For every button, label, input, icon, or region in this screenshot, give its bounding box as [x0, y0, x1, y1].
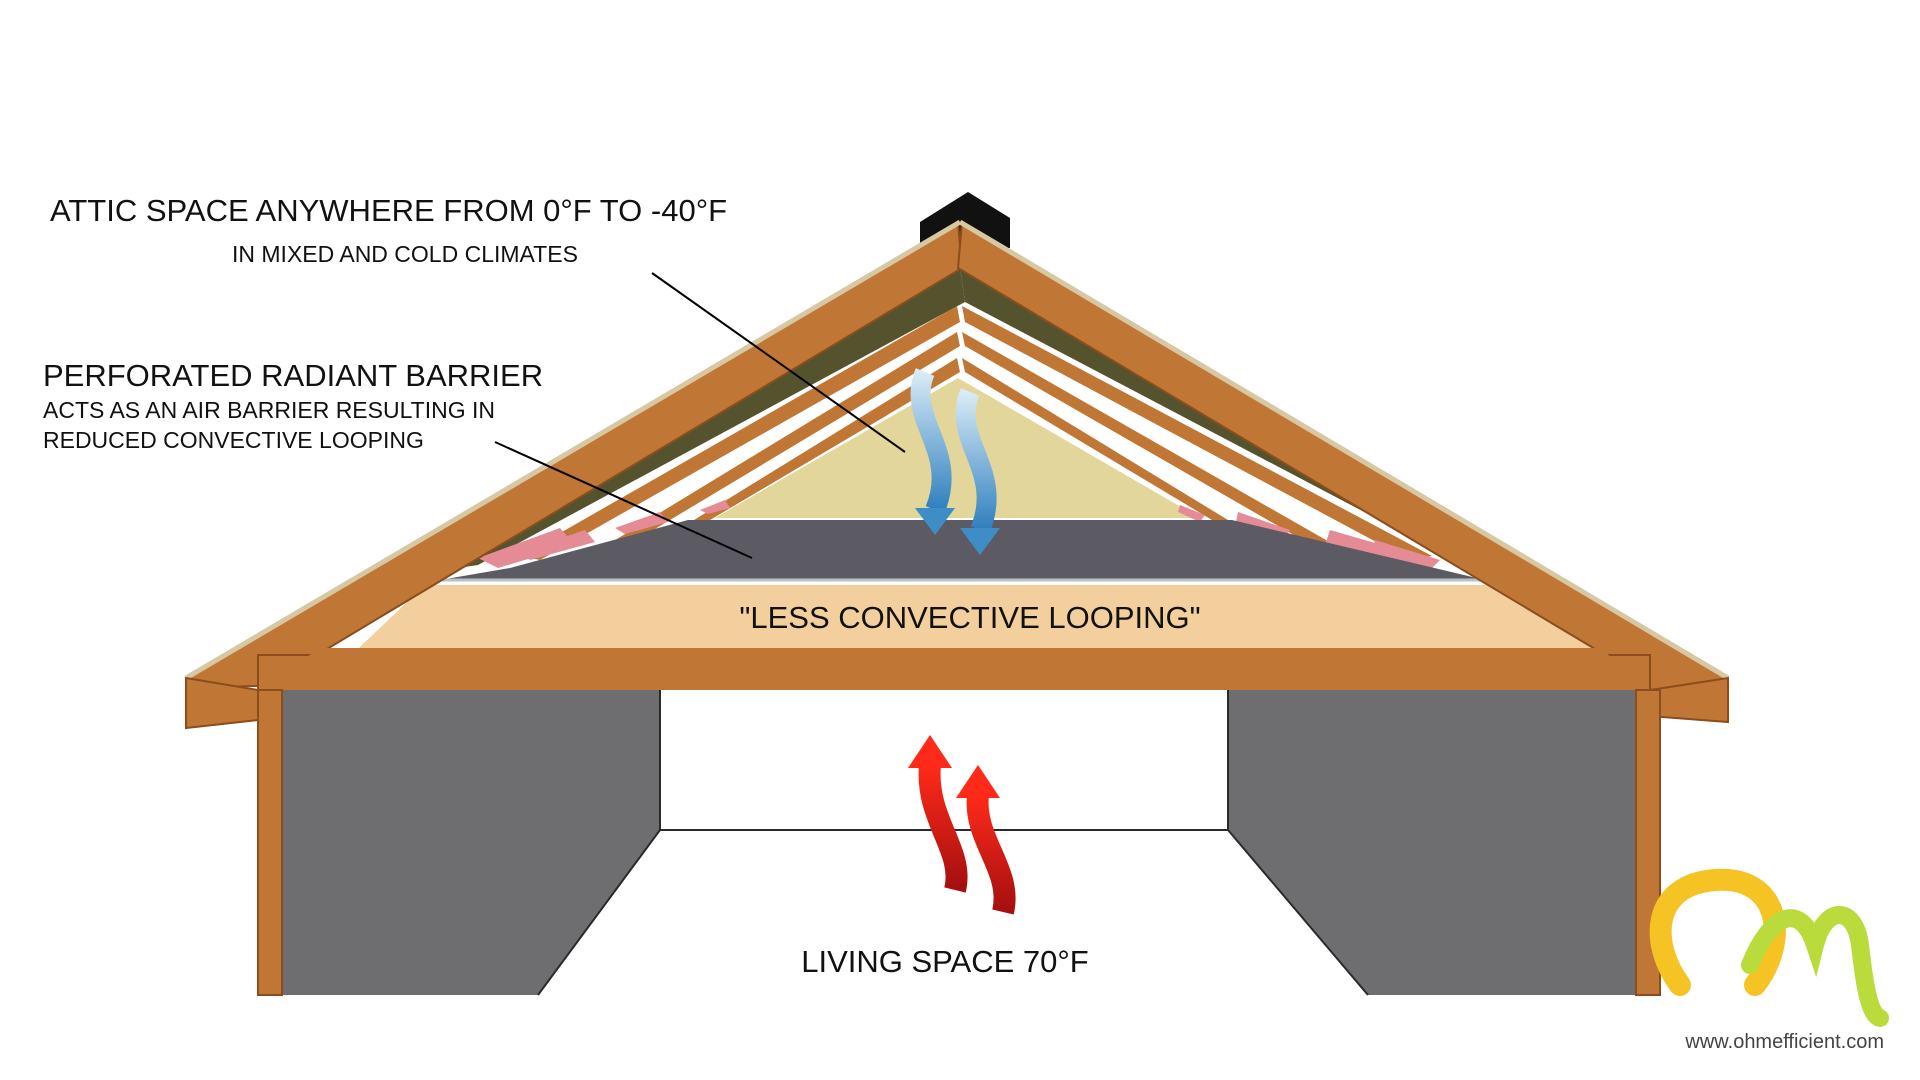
room-floor: [538, 830, 1368, 995]
barrier-subtitle-line2: REDUCED CONVECTIVE LOOPING: [43, 427, 424, 453]
pink-insulation-left: [478, 500, 730, 568]
rafter-left-inner-2: [602, 332, 960, 550]
rafter-left-inner-1: [520, 306, 960, 560]
cool-air-arrows: [910, 368, 1000, 555]
center-label: "LESS CONVECTIVE LOOPING": [739, 600, 1200, 635]
ohm-efficient-logo: [1649, 868, 1889, 1027]
barrier-subtitle-line1: ACTS AS AN AIR BARRIER RESULTING IN: [43, 397, 495, 423]
attic-leader-line: [651, 272, 906, 453]
rafter-right-inner-1: [962, 306, 1432, 560]
left-stud: [257, 689, 283, 996]
rafter-right-inner-2: [962, 332, 1340, 550]
attic-subtitle: IN MIXED AND COLD CLIMATES: [232, 241, 578, 267]
right-wall: [1228, 690, 1650, 995]
attic-title: ATTIC SPACE ANYWHERE FROM 0°F TO -40°F: [50, 193, 727, 228]
barrier-leader-line: [494, 441, 753, 559]
warm-air-arrows: [908, 735, 1016, 915]
living-space-label: LIVING SPACE 70°F: [801, 944, 1088, 979]
rafter-right-inner-3: [962, 358, 1228, 520]
barrier-title: PERFORATED RADIANT BARRIER: [43, 358, 543, 393]
website-url: www.ohmefficient.com: [1684, 1031, 1884, 1053]
left-wall: [258, 690, 660, 995]
attic-space: [715, 378, 1200, 518]
rafter-left-inner-3: [694, 358, 960, 520]
